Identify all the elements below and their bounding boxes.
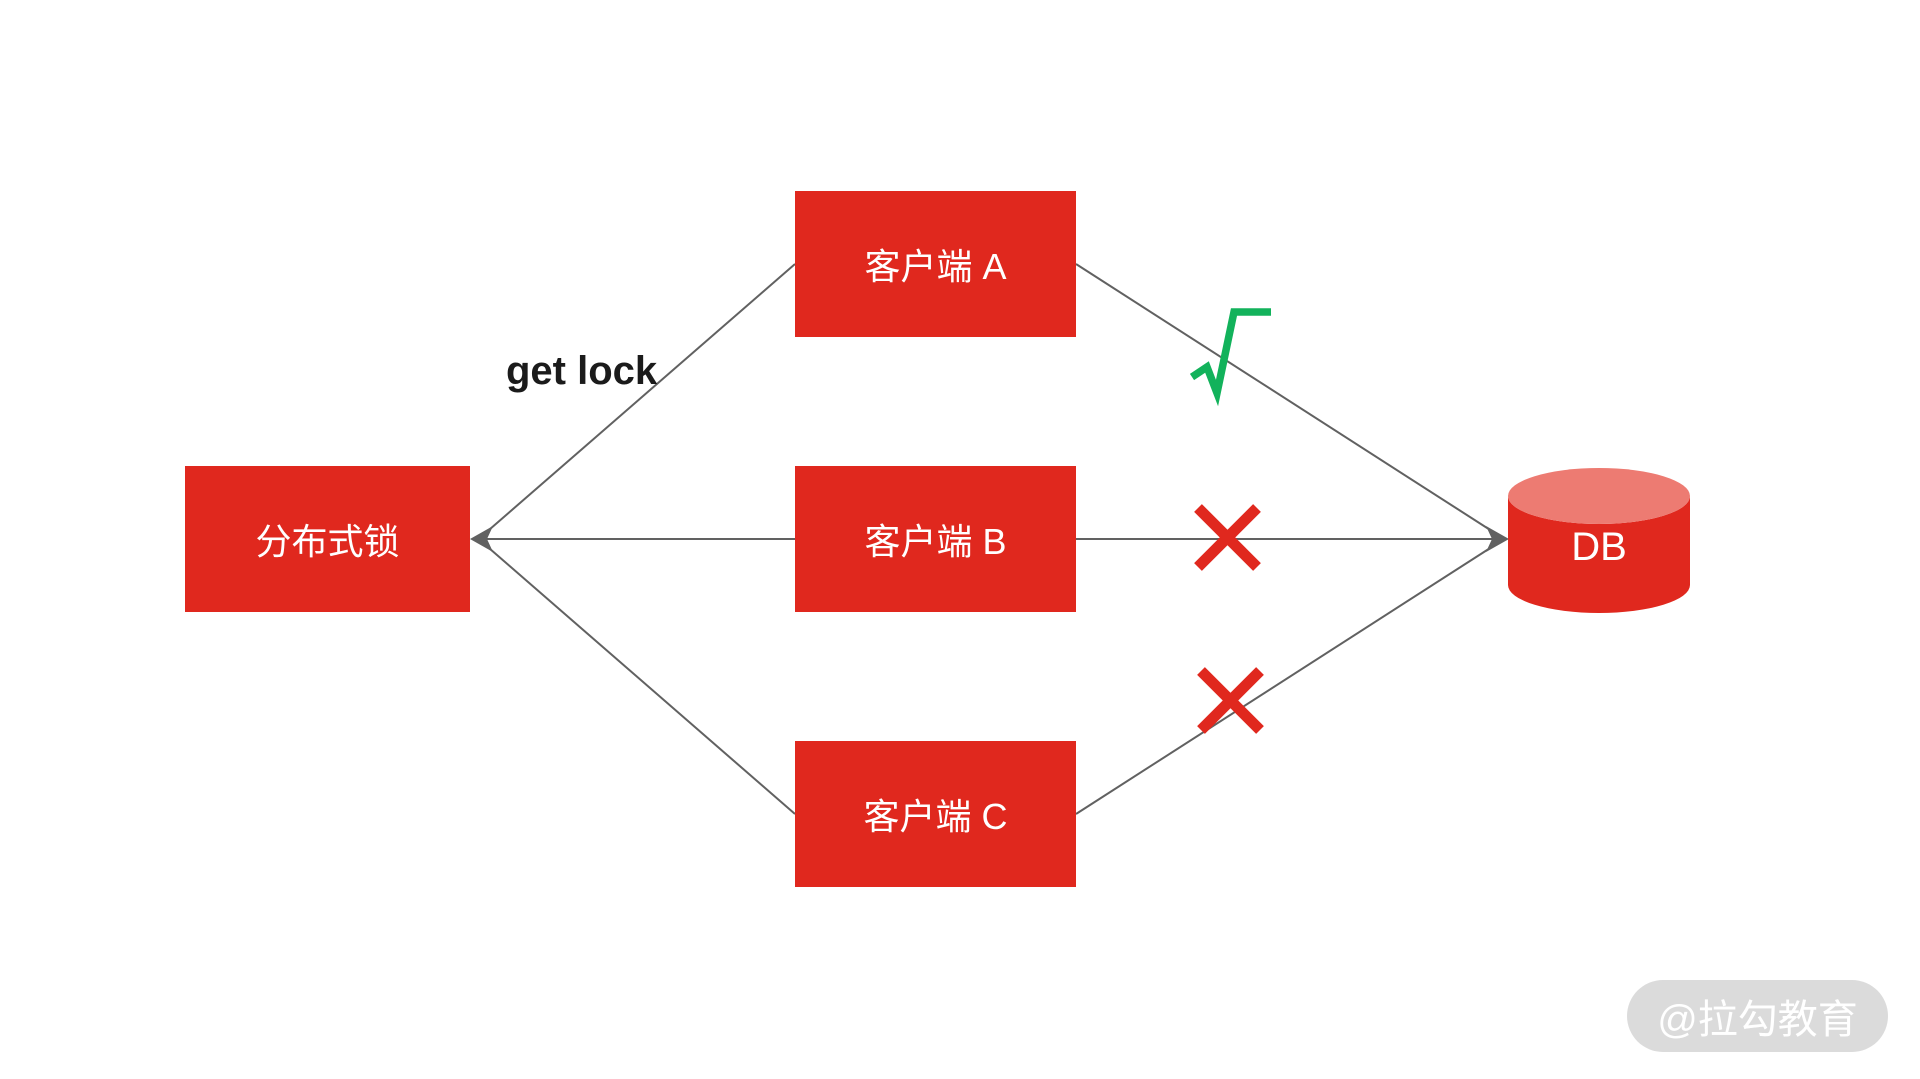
- client-a-node-label: 客户端 A: [864, 246, 1007, 287]
- cross-icon-client-b: [1194, 504, 1261, 571]
- client-c-node-label: 客户端 C: [863, 796, 1008, 837]
- watermark-text: @拉勾教育: [1657, 998, 1858, 1042]
- client-b-node: 客户端 B: [795, 466, 1076, 612]
- client-a-node: 客户端 A: [795, 191, 1076, 337]
- cross-icon-client-c: [1197, 667, 1264, 734]
- client-b-node-label: 客户端 B: [864, 521, 1007, 562]
- watermark-badge: @拉勾教育: [1627, 980, 1888, 1052]
- arrowhead-to-lock-icon: [470, 526, 493, 552]
- edge-lock-client-a: [481, 263, 796, 537]
- lock-node-label: 分布式锁: [255, 521, 400, 562]
- db-node-label: DB: [1571, 524, 1627, 569]
- arrowhead-to-db-icon: [1486, 526, 1509, 552]
- client-c-node: 客户端 C: [795, 741, 1076, 887]
- edge-lock-client-c: [481, 541, 796, 815]
- db-cylinder-icon: [1508, 468, 1690, 613]
- edge-client-a-db: [1075, 263, 1499, 536]
- lock-node: 分布式锁: [185, 466, 470, 612]
- get-lock-label: get lock: [506, 349, 658, 393]
- check-icon: [1189, 308, 1271, 407]
- edge-client-c-db: [1075, 542, 1499, 815]
